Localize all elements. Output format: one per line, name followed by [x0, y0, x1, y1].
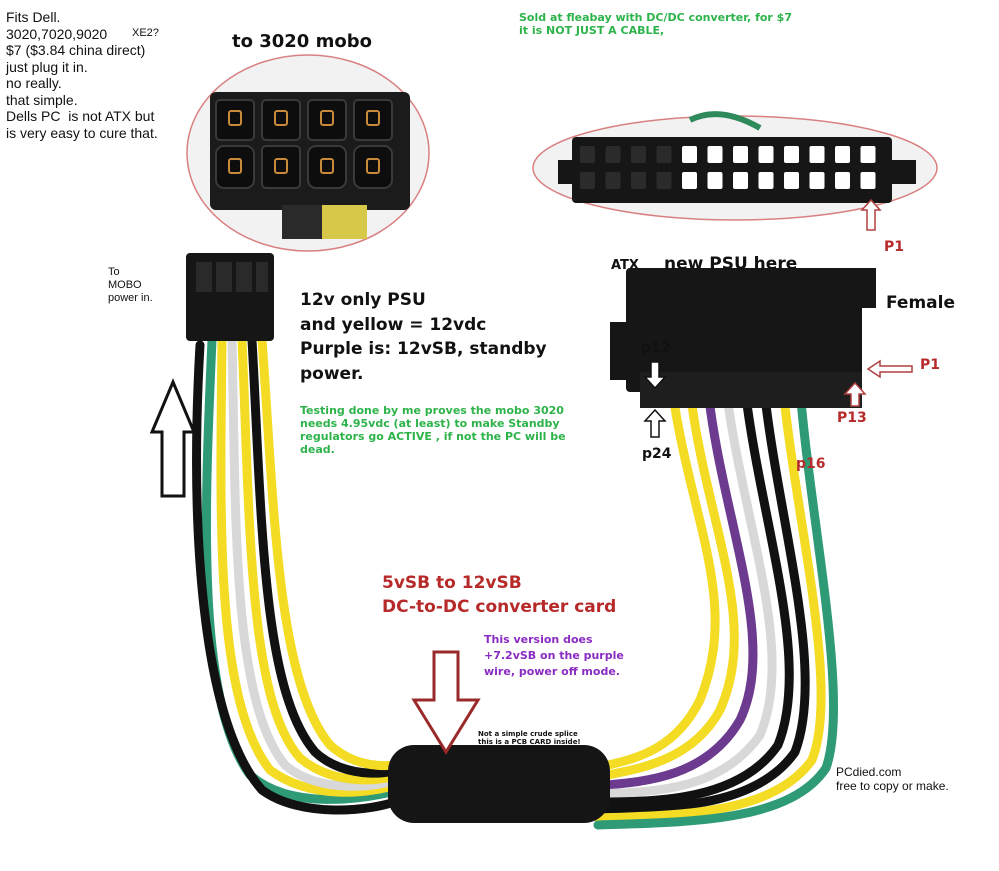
- not-splice-note: Not a simple crude splice this is a PCB …: [478, 730, 581, 747]
- atx-24-pin-plug: [610, 268, 876, 408]
- new-psu-label: new PSU here: [664, 254, 798, 274]
- p13-label: P13: [837, 410, 867, 426]
- socket-cavity: [784, 146, 799, 163]
- socket-cavity: [809, 146, 825, 163]
- socket-cavity: [605, 146, 621, 163]
- twentyfour-pin-zoom-bubble: [532, 111, 938, 221]
- socket-cavity: [682, 146, 697, 163]
- p16-label: p16: [796, 456, 826, 472]
- p24-label: p24: [642, 446, 672, 462]
- version-note: This version does +7.2vSB on the purple …: [484, 633, 624, 678]
- socket-cavity: [784, 172, 799, 189]
- socket-cavity: [835, 172, 850, 189]
- psu-12v-note: 12v only PSU and yellow = 12vdc Purple i…: [300, 290, 547, 384]
- socket-cavity: [758, 172, 774, 189]
- converter-note: 5vSB to 12vSB DC-to-DC converter card: [382, 573, 617, 617]
- socket-cavity: [656, 146, 672, 163]
- p13-arrow-icon: [843, 381, 867, 407]
- socket-cavity: [733, 146, 748, 163]
- p1-right-label: P1: [920, 357, 941, 373]
- p1-top-label: P1: [884, 239, 905, 255]
- to-mobo-title: to 3020 mobo: [232, 31, 372, 52]
- socket-cavity: [707, 172, 723, 189]
- up-arrow-icon: [149, 378, 197, 498]
- p12-arrow-icon: [643, 361, 667, 390]
- p12-label: p12: [641, 340, 671, 356]
- socket-cavity: [835, 146, 850, 163]
- socket-cavity: [733, 172, 748, 189]
- p1-top-arrow-icon: [860, 198, 882, 231]
- converter-sleeve: [388, 745, 610, 823]
- eight-pin-zoom-bubble: [186, 54, 430, 252]
- socket-cavity: [631, 172, 646, 189]
- socket-cavity: [656, 172, 672, 189]
- intro-note: Fits Dell. 3020,7020,9020 $7 ($3.84 chin…: [6, 9, 158, 141]
- atx-wire-bundle: [585, 383, 838, 830]
- socket-cavity: [605, 172, 621, 189]
- socket-cavity: [631, 146, 646, 163]
- socket-cavity: [580, 172, 595, 189]
- socket-cavity: [682, 172, 697, 189]
- socket-cavity: [580, 146, 595, 163]
- p24-arrow-icon: [643, 408, 667, 438]
- socket-cavity: [758, 146, 774, 163]
- female-label: Female: [886, 293, 955, 313]
- down-arrow-icon: [411, 650, 481, 755]
- testing-note: Testing done by me proves the mobo 3020 …: [300, 404, 566, 456]
- mobo-wire-bundle: [192, 335, 419, 815]
- socket-cavity: [860, 146, 876, 163]
- credit-note: PCdied.com free to copy or make.: [836, 765, 949, 794]
- p1-right-arrow-icon: [866, 359, 913, 379]
- socket-cavity: [809, 172, 825, 189]
- socket-cavity: [860, 172, 876, 189]
- atx-label: ATX: [611, 258, 639, 273]
- sold-note: Sold at fleabay with DC/DC converter, fo…: [519, 11, 792, 37]
- to-mobo-power-note: To MOBO power in.: [108, 266, 153, 304]
- socket-cavity: [707, 146, 723, 163]
- eight-pin-plug: [186, 253, 274, 341]
- xe2-note: XE2?: [132, 27, 159, 39]
